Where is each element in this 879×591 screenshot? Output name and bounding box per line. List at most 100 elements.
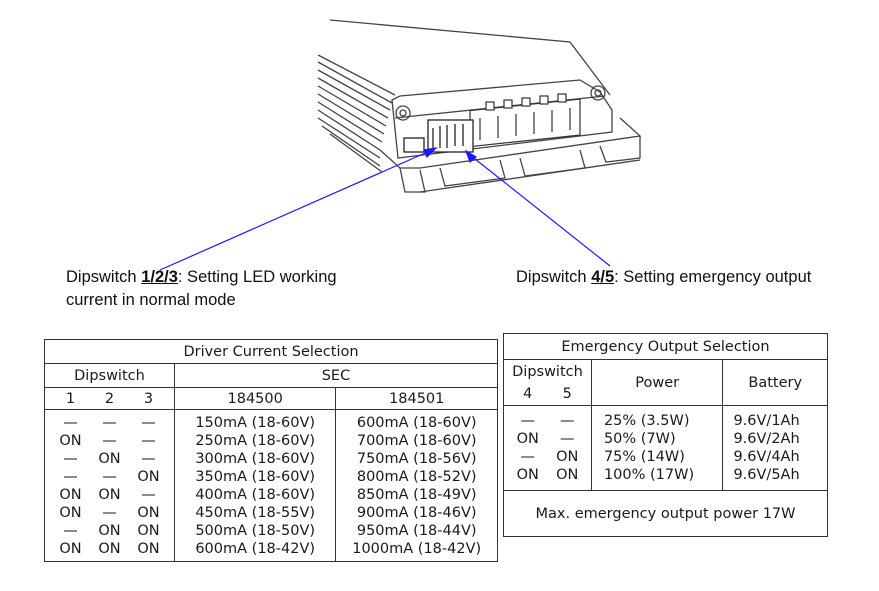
switch-state: ON (137, 505, 160, 521)
driver-switch-row: ON ON ON (45, 540, 174, 558)
emergency-switch-row: —— (504, 412, 591, 430)
emergency-switch-row: —ON (504, 448, 591, 466)
driver-switch-row: ON — ON (45, 504, 174, 522)
switch-state: — (63, 415, 78, 431)
emergency-power-values: 25% (3.5W)50% (7W)75% (14W)100% (17W) (590, 405, 724, 491)
switch-state: — (102, 433, 117, 449)
current-value-184500: 350mA (18-60V) (195, 469, 316, 485)
emergency-switch-row: ON — (504, 430, 591, 448)
device-housing (317, 19, 642, 193)
caption-right-suffix: : Setting emergency output (614, 268, 812, 286)
driver-switch-row: — ON ON (45, 522, 174, 540)
current-value-184501: 850mA (18-49V) (356, 487, 477, 503)
current-value-184501: 900mA (18-46V) (356, 505, 477, 521)
driver-dipswitch-header: Dipswitch (44, 363, 175, 388)
battery-value: 9.6V/5Ah (733, 467, 800, 483)
model-184501-header: 184501 (335, 387, 498, 410)
caption-left-switch: 1/2/3 (141, 268, 178, 286)
switch-number-5: 5 (562, 386, 572, 403)
driver-switch-numbers: 1 2 3 (44, 387, 175, 410)
driver-switch-row: — ON — (45, 450, 174, 468)
switch-state: — (102, 415, 117, 431)
emergency-switch-row: ON ON (504, 466, 591, 484)
current-value-184501: 800mA (18-52V) (356, 469, 477, 485)
switch-state: ON (98, 541, 121, 557)
switch-state: ON (516, 467, 539, 483)
caption-right-switch: 4/5 (591, 268, 615, 286)
current-value-184500: 400mA (18-60V) (195, 487, 316, 503)
current-value-184501: 1000mA (18-42V) (352, 541, 482, 557)
driver-device-illustration (159, 19, 642, 271)
switch-state: — (63, 523, 78, 539)
switch-state: ON (556, 467, 579, 483)
model-184500-header: 184500 (173, 387, 337, 410)
switch-number-3: 3 (143, 390, 154, 407)
driver-current-table: Driver Current Selection Dipswitch SEC 1… (44, 339, 499, 562)
switch-state: ON (516, 431, 539, 447)
current-value-184500: 450mA (18-55V) (195, 505, 316, 521)
emergency-battery-values: 9.6V/1Ah 9.6V/2Ah 9.6V/4Ah 9.6V/5Ah (722, 405, 828, 491)
arrow-head-left-icon (423, 147, 438, 159)
emergency-power-header: Power (590, 359, 724, 406)
switch-state: — (141, 415, 156, 431)
switch-state: ON (98, 451, 121, 467)
current-value-184501: 950mA (18-44V) (356, 523, 477, 539)
current-value-184500: 150mA (18-60V) (195, 415, 316, 431)
current-value-184501: 750mA (18-56V) (356, 451, 477, 467)
switch-number-1: 1 (65, 390, 76, 407)
switch-state: ON (137, 469, 160, 485)
model-184501-values: 600mA (18-60V)700mA (18-60V)750mA (18-56… (335, 409, 498, 562)
driver-table-title: Driver Current Selection (44, 339, 498, 364)
switch-state: — (141, 451, 156, 467)
switch-state: — (102, 505, 117, 521)
emergency-footer: Max. emergency output power 17W (503, 490, 828, 537)
emergency-battery-header: Battery (722, 359, 828, 406)
caption-left-prefix: Dipswitch (66, 268, 142, 286)
dipswitch-block (403, 119, 474, 153)
current-value-184501: 700mA (18-60V) (356, 433, 477, 449)
caption-dipswitch-4-5: Dipswitch 4/5: Setting emergency output (516, 266, 811, 289)
emergency-switch-numbers: 4 5 (503, 383, 592, 406)
emergency-output-table: Emergency Output Selection Dipswitch Pow… (503, 333, 828, 537)
arrow-head-right-icon (464, 149, 478, 164)
power-value: 100% (17W) (603, 467, 695, 483)
emergency-table-title: Emergency Output Selection (503, 333, 828, 360)
switch-state: — (63, 469, 78, 485)
callout-arrows (159, 147, 611, 271)
arrow-dipswitch-1-2-3 (159, 149, 433, 271)
caption-left-line2: current in normal mode (66, 291, 236, 309)
driver-sec-header: SEC (173, 363, 499, 388)
switch-state: ON (59, 505, 82, 521)
current-value-184500: 250mA (18-60V) (195, 433, 316, 449)
caption-left-suffix: : Setting LED working (177, 268, 337, 286)
switch-state: — (520, 449, 535, 465)
switch-state: ON (98, 523, 121, 539)
power-value: 50% (7W) (603, 431, 676, 447)
switch-state: — (520, 413, 535, 429)
switch-state: ON (137, 523, 160, 539)
switch-state: ON (59, 487, 82, 503)
switch-number-4: 4 (523, 386, 533, 403)
battery-value: 9.6V/4Ah (733, 449, 800, 465)
switch-state: ON (137, 541, 160, 557)
driver-switch-row: — — — (45, 414, 174, 432)
driver-switch-row: — — ON (45, 468, 174, 486)
power-value: 75% (14W) (603, 449, 685, 465)
switch-state: — (559, 431, 575, 447)
switch-state: ON (98, 487, 121, 503)
switch-state: ON (59, 541, 82, 557)
battery-value: 9.6V/1Ah (733, 413, 800, 429)
model-184500-values: 150mA (18-60V)250mA (18-60V)300mA (18-60… (173, 409, 337, 562)
emergency-dipswitch-header: Dipswitch (503, 359, 592, 384)
switch-state: — (102, 469, 117, 485)
switch-state: — (63, 451, 78, 467)
current-value-184500: 600mA (18-42V) (195, 541, 316, 557)
driver-switch-row: ON—— (45, 432, 174, 450)
switch-state: — (141, 433, 156, 449)
battery-value: 9.6V/2Ah (733, 431, 800, 447)
connector-terminal-block (469, 93, 581, 148)
caption-right-prefix: Dipswitch (516, 268, 592, 286)
